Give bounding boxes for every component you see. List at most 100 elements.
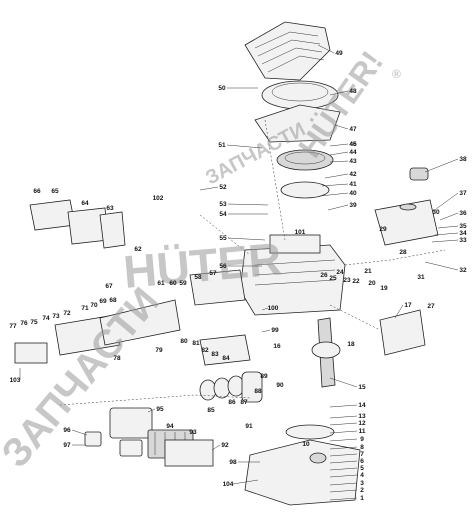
- callout-label-51: 51: [218, 142, 226, 149]
- callout-label-79: 79: [155, 347, 163, 354]
- callout-label-15: 15: [358, 384, 366, 391]
- leader-line-8: [329, 446, 358, 450]
- leader-line-41: [321, 183, 349, 187]
- leader-line-48: [329, 90, 349, 96]
- leader-line-14: [329, 404, 358, 408]
- callout-label-96: 96: [63, 427, 71, 434]
- callout-label-36: 36: [459, 210, 467, 217]
- callout-label-55: 55: [219, 235, 227, 242]
- watermark-registered: ®: [392, 67, 401, 81]
- callout-label-46: 46: [349, 141, 357, 148]
- leader-line-40: [319, 192, 349, 197]
- leader-line-51: [226, 144, 263, 149]
- callout-label-58: 58: [194, 274, 202, 281]
- leader-line-34: [434, 232, 459, 236]
- leader-line-100: [261, 307, 269, 311]
- callout-label-92: 92: [221, 442, 229, 449]
- callout-label-41: 41: [349, 181, 357, 188]
- callout-label-2: 2: [360, 487, 364, 494]
- callout-label-12: 12: [358, 420, 366, 427]
- callout-label-95: 95: [156, 406, 164, 413]
- callout-label-40: 40: [349, 190, 357, 197]
- leader-line-3: [329, 482, 358, 486]
- callout-label-102: 102: [153, 195, 164, 202]
- callout-label-26: 26: [320, 272, 328, 279]
- callout-label-27: 27: [427, 303, 435, 310]
- callout-label-34: 34: [459, 230, 467, 237]
- leader-line-43: [329, 160, 349, 163]
- callout-label-62: 62: [134, 246, 142, 253]
- callout-label-68: 68: [109, 297, 117, 304]
- callout-label-65: 65: [51, 188, 59, 195]
- callout-label-35: 35: [459, 223, 467, 230]
- leader-line-37: [431, 192, 459, 213]
- leader-line-92: [211, 444, 221, 451]
- callout-label-14: 14: [358, 402, 366, 409]
- leader-line-39: [327, 204, 349, 211]
- leader-line-35: [437, 225, 459, 229]
- leader-line-38: [424, 158, 459, 173]
- callout-label-78: 78: [113, 355, 121, 362]
- leader-line-32: [424, 261, 459, 271]
- leader-line-12: [329, 422, 358, 426]
- leader-line-49: [317, 44, 335, 54]
- leader-line-42: [324, 173, 349, 179]
- callout-label-82: 82: [201, 347, 209, 354]
- callout-label-16: 16: [273, 343, 281, 350]
- callout-labels: 1234567891011121314151617181920212223242…: [9, 50, 467, 502]
- callout-label-7: 7: [360, 451, 364, 458]
- callout-label-59: 59: [179, 280, 187, 287]
- callout-label-9: 9: [360, 436, 364, 443]
- callout-label-50: 50: [218, 85, 226, 92]
- callout-label-61: 61: [157, 280, 165, 287]
- leader-line-55: [227, 237, 266, 241]
- callout-label-101: 101: [295, 229, 306, 236]
- leader-line-95: [147, 408, 156, 413]
- callout-label-70: 70: [90, 302, 98, 309]
- callout-label-104: 104: [223, 481, 234, 488]
- leader-line-99: [261, 329, 271, 333]
- leader-line-53: [227, 203, 269, 206]
- leader-line-44: [329, 151, 349, 156]
- muffler-shape: [109, 407, 153, 439]
- callout-label-71: 71: [81, 305, 89, 312]
- callout-label-64: 64: [81, 200, 89, 207]
- leader-line-2: [329, 489, 358, 493]
- callout-label-6: 6: [360, 458, 364, 465]
- callout-label-103: 103: [10, 377, 21, 384]
- engine-cover-shape: [244, 21, 331, 81]
- leader-line-1: [329, 497, 358, 501]
- callout-label-56: 56: [219, 263, 227, 270]
- callout-label-81: 81: [192, 340, 200, 347]
- callout-label-18: 18: [347, 341, 355, 348]
- callout-label-44: 44: [349, 149, 357, 156]
- callout-label-76: 76: [20, 320, 28, 327]
- callout-label-38: 38: [459, 156, 467, 163]
- leader-line-96: [71, 429, 88, 436]
- fuel-tank-shape: [374, 199, 439, 246]
- callout-label-21: 21: [364, 268, 372, 275]
- leader-line-33: [431, 239, 459, 243]
- callout-label-83: 83: [211, 351, 219, 358]
- leader-lines: [19, 44, 459, 501]
- callout-label-49: 49: [335, 50, 343, 57]
- callout-label-80: 80: [180, 338, 188, 345]
- callout-label-43: 43: [349, 158, 357, 165]
- callout-label-87: 87: [240, 399, 248, 406]
- callout-label-69: 69: [99, 298, 107, 305]
- callout-label-24: 24: [336, 269, 344, 276]
- leader-line-104: [232, 479, 259, 485]
- callout-label-33: 33: [459, 237, 467, 244]
- leader-line-6: [329, 460, 358, 464]
- callout-label-13: 13: [358, 413, 366, 420]
- leader-line-4: [329, 474, 358, 478]
- callout-label-11: 11: [359, 428, 366, 435]
- leader-line-13: [329, 415, 358, 419]
- callout-label-3: 3: [360, 480, 364, 487]
- callout-label-98: 98: [229, 459, 237, 466]
- callout-label-57: 57: [209, 270, 217, 277]
- callout-label-52: 52: [219, 184, 227, 191]
- callout-label-54: 54: [219, 211, 227, 218]
